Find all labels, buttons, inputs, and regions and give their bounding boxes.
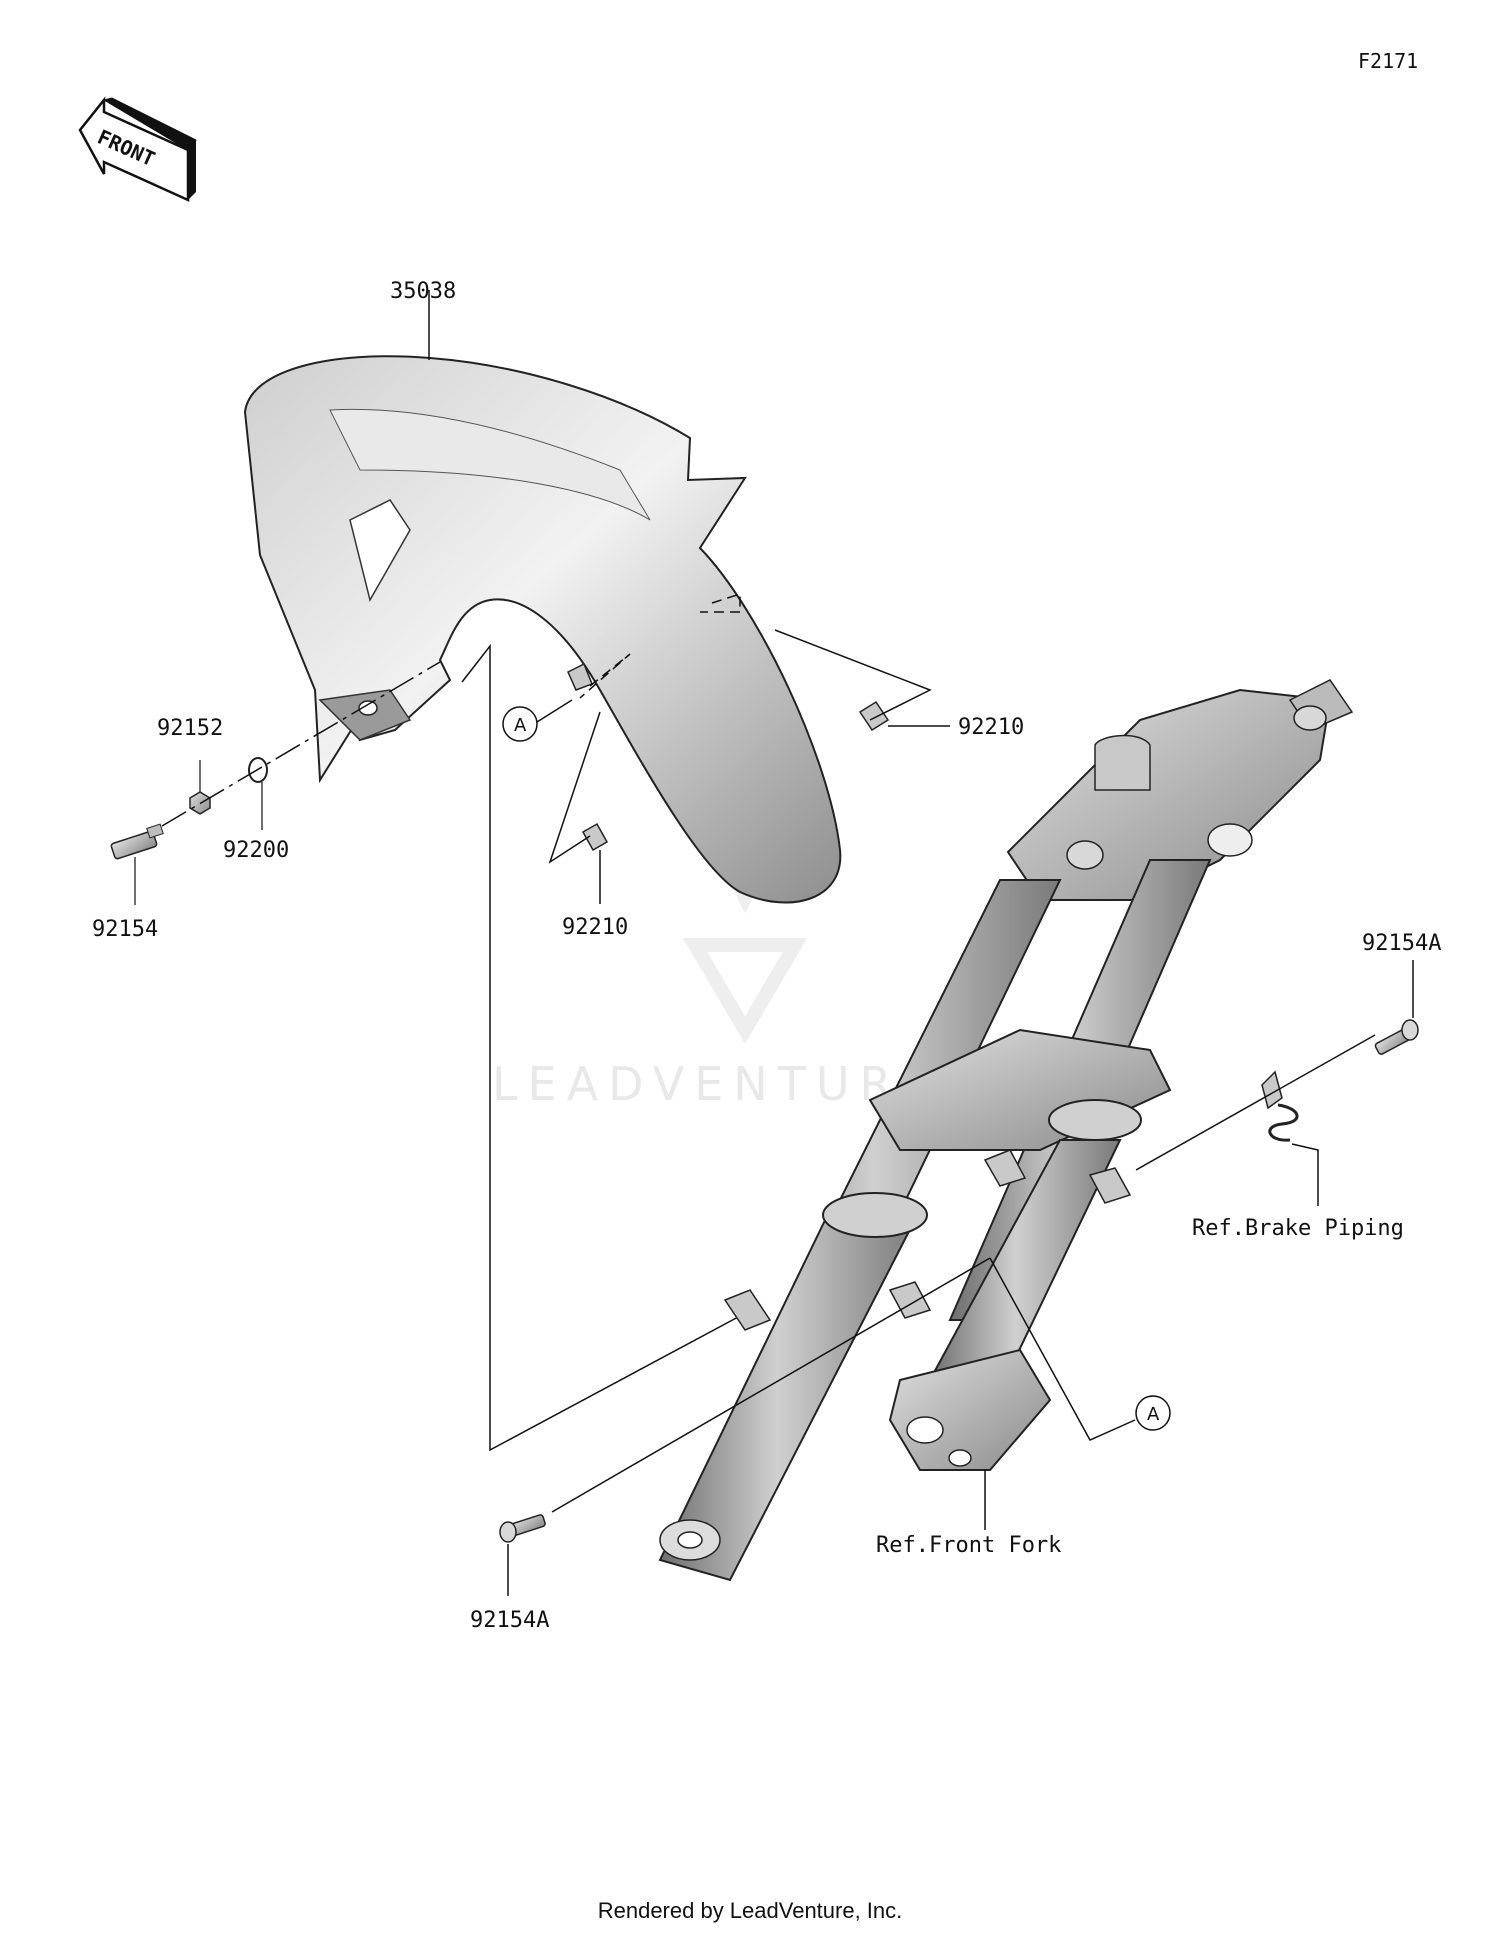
ref-brake-piping: Ref.Brake Piping <box>1192 1216 1404 1241</box>
watermark-text: LEADVENTURE <box>492 1057 941 1111</box>
front-fork-assembly <box>658 679 1354 1582</box>
part-label-92154: 92154 <box>92 917 158 942</box>
ref-front-fork: Ref.Front Fork <box>876 1533 1061 1558</box>
bolt-92154 <box>110 823 164 860</box>
callout-a-upper-label: A <box>514 715 527 736</box>
part-label-92152: 92152 <box>157 716 223 741</box>
part-label-92200: 92200 <box>223 838 289 863</box>
part-label-92210-lower: 92210 <box>562 915 628 940</box>
front-arrow-icon: FRONT <box>78 96 197 202</box>
bolt-92154a-right <box>1374 1019 1419 1055</box>
brake-piping-clamp <box>1261 1070 1299 1142</box>
diagram-code: F2171 <box>1358 49 1418 73</box>
part-label-92210-right: 92210 <box>958 715 1024 740</box>
bolt-92154a-lower <box>499 1514 546 1543</box>
front-fender <box>243 290 842 904</box>
part-label-92154a-right: 92154A <box>1362 931 1441 956</box>
footer-credit: Rendered by LeadVenture, Inc. <box>597 1898 903 1923</box>
part-label-35038: 35038 <box>390 279 456 304</box>
part-label-92154a-lower: 92154A <box>470 1608 549 1633</box>
callout-a-lower <box>1135 1395 1171 1431</box>
callout-a-lower-label: A <box>1147 1404 1160 1425</box>
clip-92210-lower <box>581 822 609 852</box>
callout-a-upper <box>502 706 538 742</box>
clip-92210-right <box>858 700 890 732</box>
